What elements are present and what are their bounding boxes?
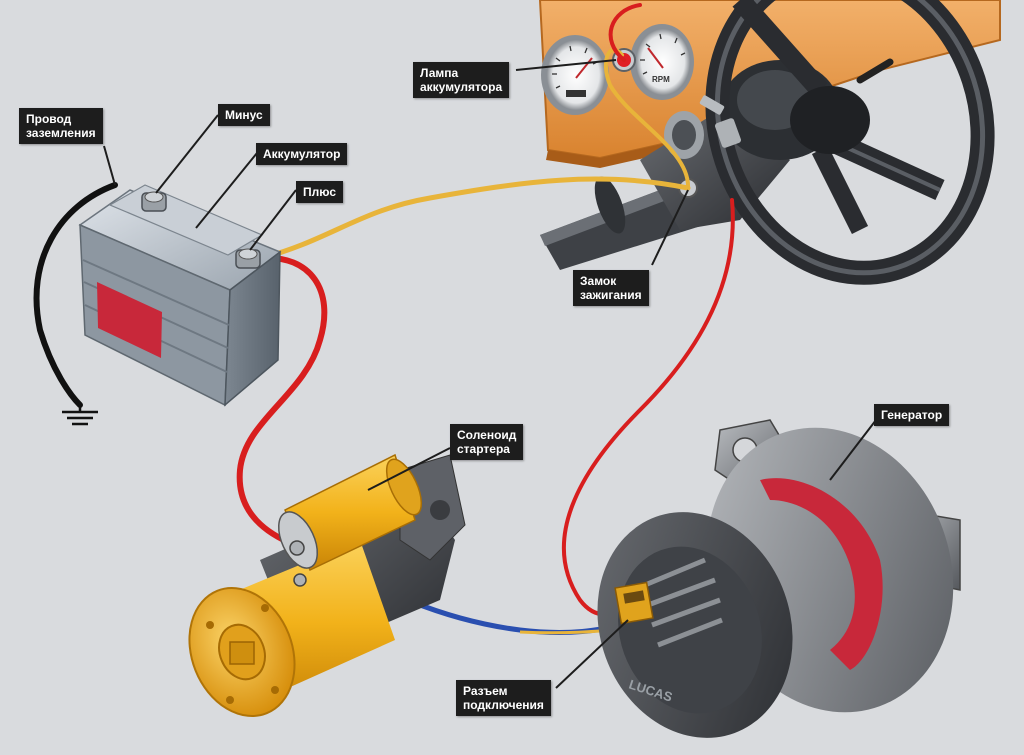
steering-wheel bbox=[705, 0, 995, 285]
leader-plus bbox=[249, 189, 297, 251]
ground-wire bbox=[33, 182, 118, 408]
positive-terminal bbox=[235, 248, 261, 269]
battery bbox=[78, 184, 282, 407]
label-ground-wire: Провод заземления bbox=[19, 108, 103, 144]
starter-solenoid bbox=[277, 453, 423, 587]
leader-minus bbox=[155, 114, 219, 194]
leader-battery-lamp bbox=[515, 59, 617, 71]
leader-ignition-switch bbox=[651, 189, 689, 266]
label-alternator: Генератор bbox=[874, 404, 950, 426]
leader-lines bbox=[103, 59, 877, 689]
label-connector: Разъем подключения bbox=[456, 680, 551, 716]
speedometer-gauge bbox=[541, 35, 609, 115]
red-wire-ignition-alternator bbox=[562, 198, 735, 617]
rpm-text: RPM bbox=[652, 75, 670, 84]
leader-battery bbox=[195, 152, 258, 229]
leader-alternator bbox=[829, 419, 877, 481]
label-plus: Плюс bbox=[296, 181, 344, 203]
starter-motor bbox=[188, 453, 466, 717]
label-starter-solenoid: Соленоид стартера bbox=[450, 424, 524, 460]
ignition-switch bbox=[664, 95, 741, 198]
yellow-wire-lamp bbox=[604, 47, 691, 190]
red-wire-lamp bbox=[608, 3, 642, 62]
label-battery: Аккумулятор bbox=[256, 143, 348, 165]
ground-symbol bbox=[62, 402, 98, 426]
leader-ground-wire bbox=[103, 145, 116, 186]
label-minus: Минус bbox=[218, 104, 270, 126]
connector-plug bbox=[614, 581, 654, 625]
alternator: LUCAS bbox=[597, 419, 961, 738]
leader-connector bbox=[555, 619, 629, 689]
label-ignition-switch: Замок зажигания bbox=[573, 270, 649, 306]
red-wire-battery-starter bbox=[236, 254, 328, 548]
label-battery-lamp: Лампа аккумулятора bbox=[413, 62, 510, 98]
negative-terminal bbox=[141, 191, 167, 212]
leader-starter-solenoid bbox=[367, 447, 451, 491]
rpm-gauge: RPM bbox=[630, 24, 694, 100]
yellow-wire-battery-ignition bbox=[259, 176, 691, 261]
